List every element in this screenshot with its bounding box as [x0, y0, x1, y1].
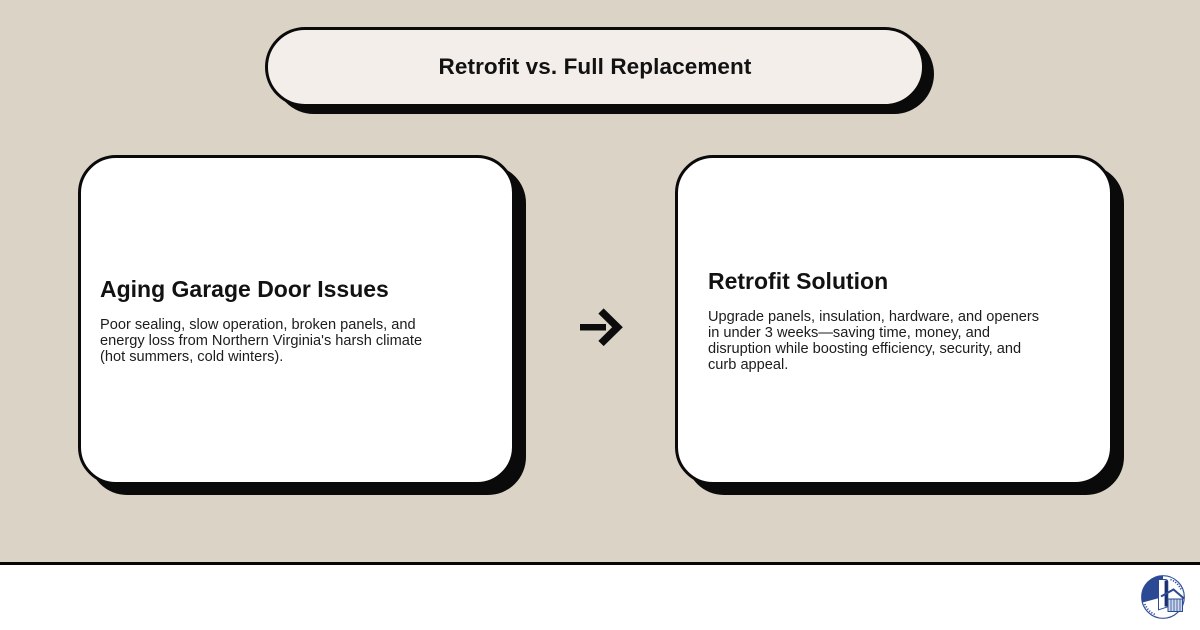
card-problem-body: Poor sealing, slow operation, broken pan… — [100, 316, 423, 365]
page-title: Retrofit vs. Full Replacement — [438, 54, 752, 79]
card-solution-body: Upgrade panels, insulation, hardware, an… — [708, 308, 1040, 373]
card-problem: Aging Garage Door Issues Poor sealing, s… — [78, 155, 515, 485]
card-solution: Retrofit Solution Upgrade panels, insula… — [675, 155, 1113, 485]
arrow-right-icon — [577, 303, 625, 351]
card-solution-heading: Retrofit Solution — [708, 267, 889, 294]
footer-bar — [0, 562, 1200, 630]
title-banner: Retrofit vs. Full Replacement — [265, 27, 925, 107]
card-problem-heading: Aging Garage Door Issues — [100, 275, 389, 302]
company-logo-icon — [1140, 574, 1186, 620]
